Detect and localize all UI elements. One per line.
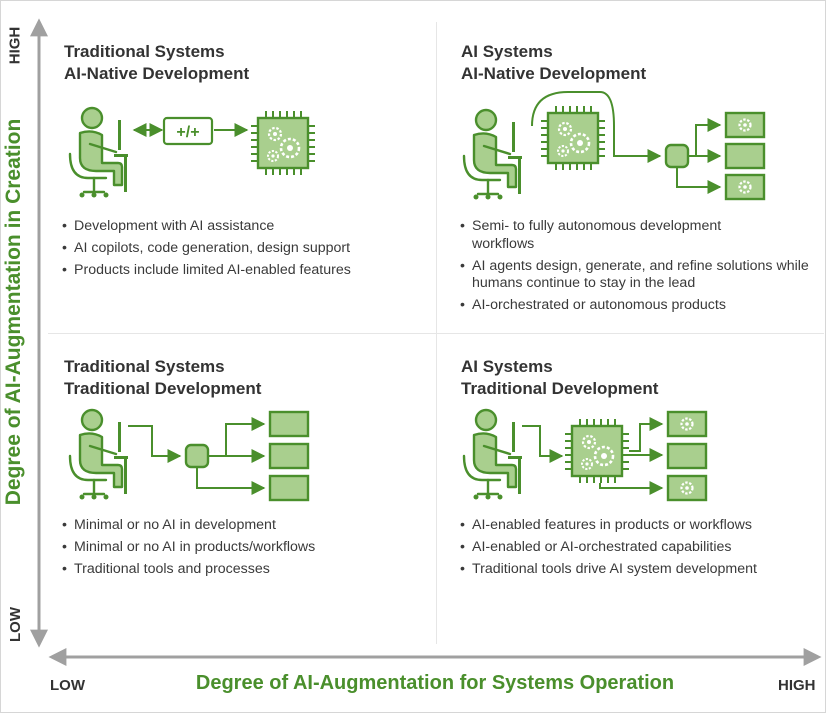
y-axis-title-text: Degree of AI-Augmentation in Creation: [2, 118, 25, 506]
bullet-item: Traditional tools and processes: [62, 561, 422, 579]
developer-icon: [462, 408, 524, 501]
ai-chip-icon: [563, 417, 631, 485]
connector-box: [162, 116, 214, 146]
bullet-list-top-left: Development with AI assistance AI copilo…: [62, 218, 422, 284]
output-box-icon: [724, 142, 766, 170]
y-axis-title: Degree of AI-Augmentation in Creation: [0, 0, 28, 632]
ai-chip-icon: [539, 104, 607, 172]
ai-output-box-icon: [666, 474, 708, 502]
ai-output-box-icon: [666, 410, 708, 438]
ai-output-box-icon: [724, 173, 766, 201]
quadrant-title-top-left: Traditional Systems AI-Native Developmen…: [64, 41, 249, 85]
illustration-bottom-left: [68, 408, 310, 502]
quadrant-title-line: AI Systems: [461, 42, 553, 61]
quadrant-title-line: AI-Native Development: [461, 64, 647, 83]
output-box-icon: [666, 442, 708, 470]
output-box-icon: [268, 474, 310, 502]
quadrant-title-line: Traditional Systems: [64, 357, 225, 376]
bullet-item: AI-enabled features in products or workf…: [460, 517, 820, 535]
developer-icon: [462, 108, 524, 201]
developer-icon: [68, 408, 130, 501]
bullet-item: Products include limited AI-enabled feat…: [62, 262, 422, 280]
bullet-list-top-right: Semi- to fully autonomous development wo…: [460, 218, 810, 319]
ai-chip-icon: [249, 109, 317, 177]
bullet-item: AI copilots, code generation, design sup…: [62, 240, 422, 258]
quadrant-title-line: Traditional Development: [64, 379, 262, 398]
bullet-list-bottom-left: Minimal or no AI in development Minimal …: [62, 517, 422, 583]
bullet-list-bottom-right: AI-enabled features in products or workf…: [460, 517, 820, 583]
illustration-top-right: [462, 91, 766, 201]
bullet-item: Minimal or no AI in development: [62, 517, 422, 535]
quadrant-title-line: Traditional Development: [461, 379, 659, 398]
quadrant-divider-horizontal: [48, 333, 824, 334]
quadrant-title-bottom-left: Traditional Systems Traditional Developm…: [64, 356, 261, 400]
bullet-item: Traditional tools drive AI system develo…: [460, 561, 820, 579]
output-box-icon: [268, 410, 310, 438]
illustration-top-left: +/+: [68, 106, 317, 199]
connector-label: +/+: [176, 124, 199, 141]
quadrant-title-top-right: AI Systems AI-Native Development: [461, 41, 646, 85]
quadrant-title-line: AI-Native Development: [64, 64, 250, 83]
quadrant-title-line: AI Systems: [461, 357, 553, 376]
bullet-item: Semi- to fully autonomous development wo…: [460, 218, 754, 253]
illustration-bottom-right: [462, 408, 708, 502]
x-axis-arrow: [48, 648, 822, 666]
bullet-item: Minimal or no AI in products/workflows: [62, 539, 422, 557]
output-box-icon: [268, 442, 310, 470]
ai-output-box-icon: [724, 111, 766, 139]
x-axis-high-label: HIGH: [778, 677, 816, 694]
quadrant-title-line: Traditional Systems: [64, 42, 225, 61]
bullet-item: AI agents design, generate, and refine s…: [460, 258, 817, 293]
quadrant-title-bottom-right: AI Systems Traditional Development: [461, 356, 658, 400]
bullet-item: AI-orchestrated or autonomous products: [460, 297, 810, 315]
x-axis-title: Degree of AI-Augmentation for Systems Op…: [195, 672, 675, 694]
orchestrator-node-icon: [664, 143, 690, 169]
bullet-item: Development with AI assistance: [62, 218, 422, 236]
y-axis-arrow: [30, 18, 48, 648]
bullet-item: AI-enabled or AI-orchestrated capabiliti…: [460, 539, 820, 557]
x-axis-low-label: LOW: [50, 677, 85, 694]
process-node-icon: [184, 443, 210, 469]
developer-icon: [68, 106, 130, 199]
